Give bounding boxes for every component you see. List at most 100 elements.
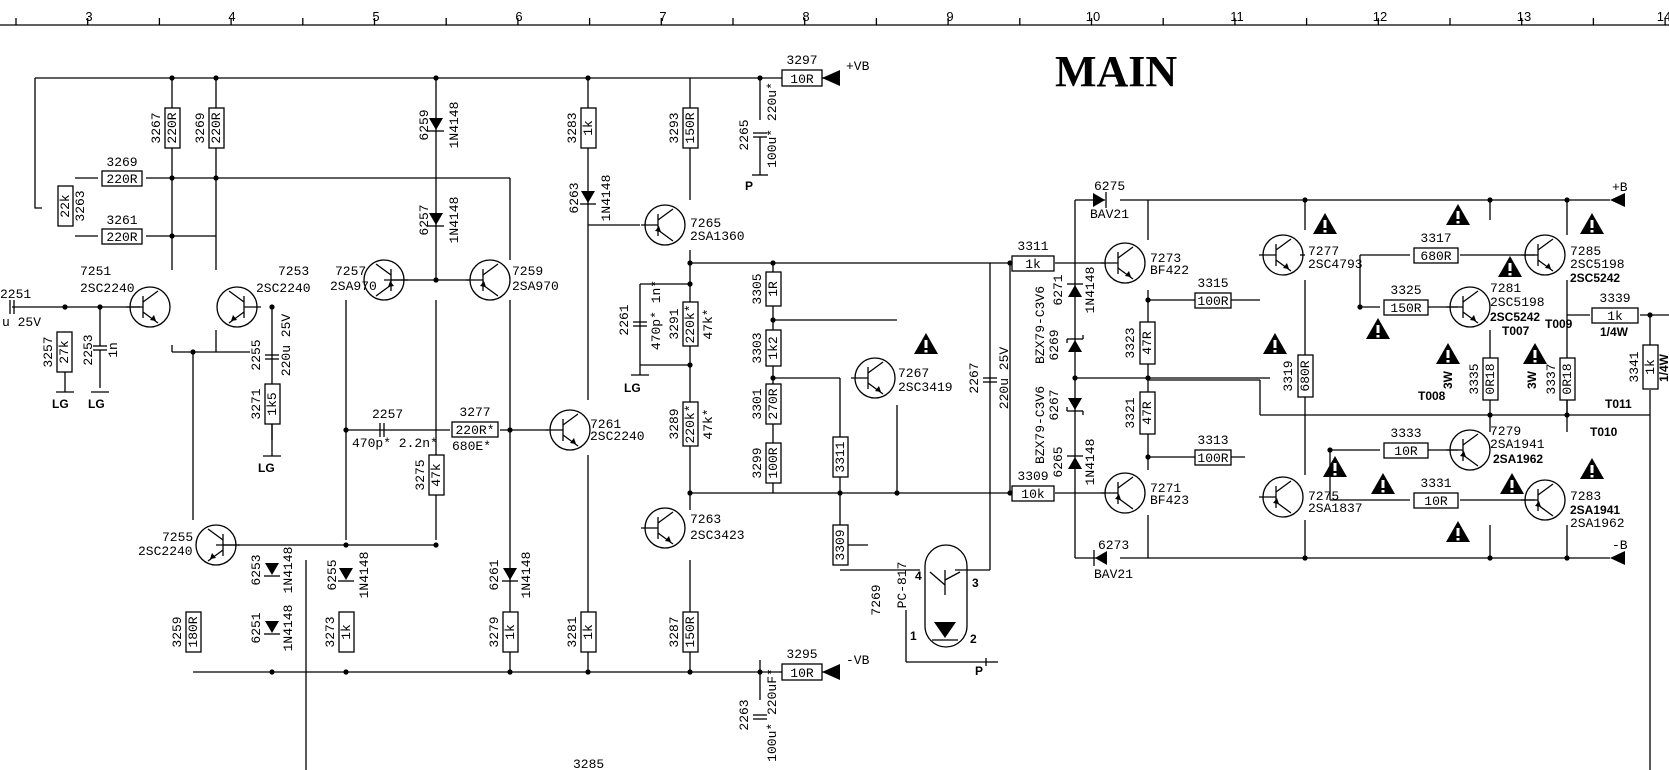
transistor-ref: 7263 (690, 512, 721, 527)
transistor-part: 2SC2240 (590, 429, 645, 444)
resistor-value: 1k (1607, 309, 1623, 324)
diode-6251 (264, 621, 280, 635)
transistor-alt: 2SA1962 (1493, 452, 1543, 466)
transistor-part: 2SC3419 (898, 380, 953, 395)
transistor-7259 (466, 259, 511, 301)
svg-text:1n: 1n (106, 342, 121, 358)
resistor-ref: 3281 (565, 616, 580, 647)
svg-text:1N4148: 1N4148 (519, 552, 534, 599)
transistor-ref: 7273 (1150, 251, 1181, 266)
resistor-value: 0R18 (1560, 363, 1575, 394)
svg-text:BZX79-C3V6: BZX79-C3V6 (1033, 386, 1048, 464)
resistor-ref: 3287 (667, 616, 682, 647)
transistor-7261 (546, 409, 591, 451)
transistor-ref: 7285 (1570, 244, 1601, 259)
junction-dot (507, 427, 513, 433)
resistor-value: 10R (1424, 494, 1448, 509)
resistor-value: 47R (1140, 401, 1155, 425)
transistor-ref: 7283 (1570, 489, 1601, 504)
resistor-ref: 3291 (667, 308, 682, 339)
schematic-title: MAIN (1055, 47, 1177, 96)
resistor-value: 47k (429, 463, 444, 487)
transistor-part: 2SC2240 (80, 281, 135, 296)
resistor-3277: 220R*3277 (451, 405, 499, 438)
resistor-value: 180R (186, 616, 201, 647)
junction-dot (507, 669, 513, 675)
junction-dot (97, 304, 103, 310)
resistor-ref: 3299 (750, 447, 765, 478)
resistor-value: 1k (581, 120, 596, 136)
resistor-ref: 3301 (750, 388, 765, 419)
transistor-ref: 7261 (590, 417, 621, 432)
diode-6257 (428, 213, 444, 227)
diode-6267 (1066, 398, 1084, 415)
transistor-ref: 7279 (1490, 424, 1521, 439)
resistor-ref: 3279 (487, 616, 502, 647)
resistor-ref: 3269 (193, 112, 208, 143)
svg-text:2261: 2261 (617, 304, 632, 335)
resistor-ref: 3331 (1420, 476, 1451, 491)
junction-dot (169, 233, 175, 239)
transistor-ref: 7277 (1308, 244, 1339, 259)
testpoints: T007 T008 T009 T010 T011 (1418, 317, 1632, 439)
junction-dot (269, 669, 275, 675)
junction-dot (1145, 375, 1151, 381)
junction-dot (1145, 297, 1151, 303)
diode-6265 (1067, 455, 1083, 469)
resistor-3309: 3309 (832, 524, 849, 566)
resistor-ref: 3277 (459, 405, 490, 420)
resistor-ref: 3297 (786, 53, 817, 68)
resistor-value: 220R (106, 172, 137, 187)
diode-6263 (580, 191, 596, 205)
resistor-ref: 3305 (750, 273, 765, 304)
diode-6269 (1066, 335, 1084, 352)
warning-icon (1436, 343, 1460, 364)
resistor-ref: 3295 (786, 647, 817, 662)
resistor-value: 10k (1021, 487, 1045, 502)
rail-labels: +VB -VB +B -B LG LG LG LG P P 3285 680E*… (52, 59, 1669, 770)
resistor-value: 270R (766, 388, 781, 419)
capacitor-2263: 2263 100u* 220uF* (737, 668, 780, 762)
resistor-ref: 3319 (1281, 360, 1296, 391)
junction-dot (1564, 412, 1570, 418)
capacitor-2255: 2255 220u 25V (249, 314, 294, 377)
transistor-7281 (1446, 286, 1491, 328)
junction-dot (269, 304, 275, 310)
diode-6253 (264, 563, 280, 577)
transistor-7257 (363, 259, 408, 301)
junction-dot (1564, 555, 1570, 561)
junction-dot (1145, 454, 1151, 460)
transistor-7283 (1521, 479, 1566, 521)
diode-6273 (1093, 550, 1107, 566)
transistor-part: 2SC4793 (1308, 257, 1363, 272)
junction-dot (770, 260, 776, 266)
vb-neg-label: -VB (846, 653, 870, 668)
pin-label: 3 (972, 576, 979, 590)
ruler-label: 9 (946, 9, 953, 24)
transistor-ref: 7259 (512, 264, 543, 279)
svg-text:2267: 2267 (967, 362, 982, 393)
resistor-value: 1k (581, 624, 596, 640)
svg-text:6275: 6275 (1094, 179, 1125, 194)
resistor-ref: 3311 (1017, 239, 1048, 254)
ruler-label: 7 (659, 9, 666, 24)
junction-dot (169, 175, 175, 181)
ruler-label: 12 (1373, 9, 1387, 24)
transistor-ref: 7265 (690, 216, 721, 231)
svg-text:BAV21: BAV21 (1090, 207, 1129, 222)
junction-dot (1007, 260, 1013, 266)
junction-dot (1327, 447, 1333, 453)
resistor-ref: 3341 (1627, 351, 1642, 382)
resistor-value: 220k* (683, 304, 698, 343)
resistor-ref: 3317 (1420, 231, 1451, 246)
